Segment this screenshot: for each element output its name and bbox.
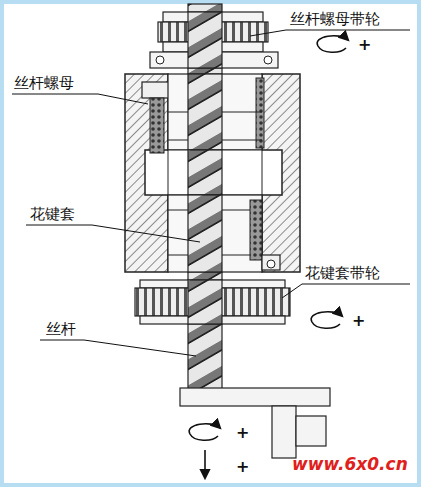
watermark: www.6x0.cn (292, 455, 408, 474)
spline-pulley (135, 280, 290, 324)
part-label: 花键套带轮 (305, 265, 380, 282)
nut-pulley (150, 12, 278, 68)
part-label: 花键套 (30, 206, 75, 223)
bottom-bracket (180, 388, 330, 458)
screw-shaft (188, 4, 222, 396)
screw-shaft (188, 150, 222, 195)
housing-bore (168, 150, 262, 195)
ball-screw-nut (142, 74, 264, 153)
sign-label: + (236, 458, 249, 476)
leader-lines (12, 30, 410, 356)
spline-nut (168, 195, 280, 272)
sign-label: + (236, 424, 249, 442)
rotation-arrows (189, 36, 348, 478)
ground (4, 4, 417, 483)
part-label: 丝杆螺母带轮 (290, 11, 380, 28)
housing (125, 74, 300, 272)
part-label: 丝杆 (46, 321, 76, 338)
sign-label: + (358, 36, 371, 54)
sign-label: + (352, 312, 365, 330)
part-label: 丝杆螺母 (14, 75, 74, 92)
